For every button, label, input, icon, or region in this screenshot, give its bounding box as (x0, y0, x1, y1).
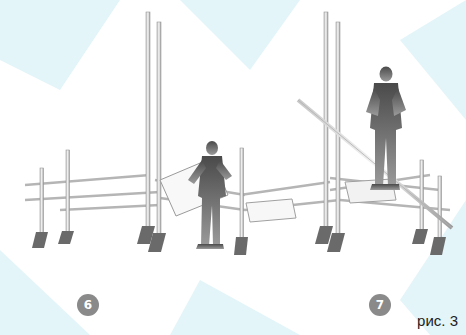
callout-number: 6 (77, 294, 99, 316)
worker-figure (188, 141, 232, 249)
figure-caption: рис. 3 (417, 312, 458, 329)
worker-figure (366, 67, 406, 191)
callout-number: 7 (369, 294, 391, 316)
